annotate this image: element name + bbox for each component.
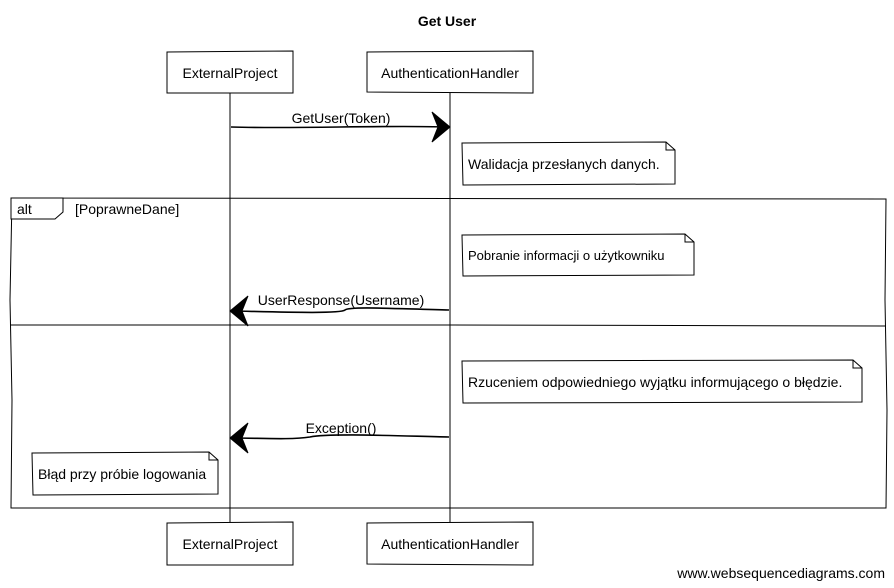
message-exception: Exception() bbox=[229, 420, 450, 454]
message-user-response: UserResponse(Username) bbox=[229, 292, 450, 327]
participant-label: AuthenticationHandler bbox=[381, 65, 519, 81]
alt-fragment: alt [PoprawneDane] bbox=[9, 197, 888, 509]
note-text: Walidacja przesłanych danych. bbox=[468, 156, 660, 172]
message-label: GetUser(Token) bbox=[292, 110, 391, 126]
note-rzuceniem: Rzuceniem odpowiedniego wyjątku informuj… bbox=[461, 359, 863, 404]
participant-label: ExternalProject bbox=[183, 65, 278, 81]
alt-condition: [PoprawneDane] bbox=[75, 201, 179, 217]
participant-label: ExternalProject bbox=[183, 536, 278, 552]
participant-authentication-handler-top: AuthenticationHandler bbox=[366, 50, 534, 94]
participant-label: AuthenticationHandler bbox=[381, 536, 519, 552]
note-blad: Błąd przy próbie logowania bbox=[31, 451, 219, 496]
note-text: Pobranie informacji o użytkowniku bbox=[468, 248, 665, 263]
note-walidacja: Walidacja przesłanych danych. bbox=[461, 141, 676, 186]
message-label: UserResponse(Username) bbox=[258, 292, 425, 308]
participant-external-project-bottom: ExternalProject bbox=[166, 521, 294, 566]
lifeline-authentication-handler bbox=[449, 92, 451, 523]
message-get-user: GetUser(Token) bbox=[230, 110, 451, 143]
message-label: Exception() bbox=[306, 420, 377, 436]
participant-authentication-handler-bottom: AuthenticationHandler bbox=[366, 521, 534, 566]
participant-external-project-top: ExternalProject bbox=[166, 50, 294, 94]
footer-watermark: www.websequencediagrams.com bbox=[676, 565, 885, 581]
note-text: Błąd przy próbie logowania bbox=[38, 466, 206, 482]
note-text: Rzuceniem odpowiedniego wyjątku informuj… bbox=[468, 374, 842, 390]
alt-keyword: alt bbox=[17, 201, 32, 217]
diagram-title: Get User bbox=[418, 13, 477, 29]
lifeline-external-project bbox=[229, 92, 231, 523]
note-pobranie: Pobranie informacji o użytkowniku bbox=[461, 233, 695, 277]
